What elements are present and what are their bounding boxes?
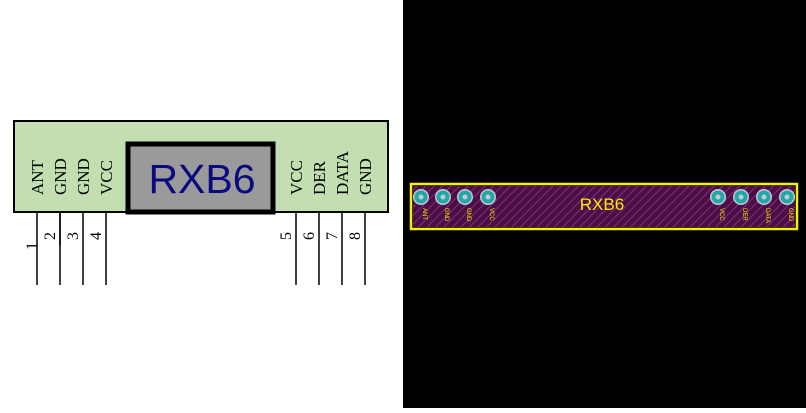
pcb-pad-4: VCC xyxy=(480,189,496,221)
pcb-title: RXB6 xyxy=(580,195,624,214)
pcb-pad-6: DER xyxy=(733,189,749,221)
pin-name: GND xyxy=(51,158,70,195)
pad-drill-hole xyxy=(761,194,767,200)
pin-number: 6 xyxy=(301,232,318,240)
pcb-pad-2: GND xyxy=(435,189,451,222)
pin-6: 6 DER xyxy=(301,160,329,285)
pad-drill-hole xyxy=(485,194,491,200)
pin-number: 1 xyxy=(24,242,41,250)
pin-name: DER xyxy=(310,160,329,195)
pcb-pad-1: ANT xyxy=(413,189,429,220)
pcb-board xyxy=(413,186,795,227)
pin-4: 4 VCC xyxy=(88,160,116,285)
pcb-pad-7: DATA xyxy=(756,189,772,223)
pin-3: 3 GND xyxy=(65,158,93,285)
pin-number: 7 xyxy=(324,232,341,240)
pad-label: VCC xyxy=(488,208,494,221)
pin-2: 2 GND xyxy=(42,158,70,285)
component-title: RXB6 xyxy=(148,156,255,202)
pad-drill-hole xyxy=(784,194,790,200)
pad-drill-hole xyxy=(738,194,744,200)
pad-label: GND xyxy=(465,208,471,222)
pin-number: 5 xyxy=(278,232,295,240)
pcb-pads: ANT GND GND VCC VCC DER DATA GND xyxy=(413,189,795,223)
pin-number: 3 xyxy=(65,232,82,240)
pcb-pad-8: GND xyxy=(779,189,795,222)
pcb-pad-3: GND xyxy=(457,189,473,222)
pad-drill-hole xyxy=(715,194,721,200)
silkscreen-outline xyxy=(409,182,799,231)
pad-label: DER xyxy=(741,208,747,221)
pin-8: 8 GND xyxy=(347,158,375,285)
pad-label: DATA xyxy=(764,208,770,223)
pad-drill-hole xyxy=(418,194,424,200)
pad-label: GND xyxy=(787,208,793,222)
pin-number: 4 xyxy=(88,232,105,240)
pin-7: 7 DATA xyxy=(324,150,352,285)
pin-number: 8 xyxy=(347,232,364,240)
pcb-pad-5: VCC xyxy=(710,189,726,221)
pin-name: ANT xyxy=(28,159,47,195)
component-label-box xyxy=(125,141,276,215)
pin-number: 2 xyxy=(42,232,59,240)
pad-drill-hole xyxy=(462,194,468,200)
pad-label: VCC xyxy=(718,208,724,221)
pin-1: 1 ANT xyxy=(24,159,47,285)
schematic-symbol: RXB6 1 ANT 2 GND 3 GND 4 VCC 5 VCC xyxy=(0,0,403,408)
pad-label: GND xyxy=(443,208,449,222)
pin-5: 5 VCC xyxy=(278,160,306,285)
pin-name: GND xyxy=(356,158,375,195)
pad-label: ANT xyxy=(421,208,427,220)
pcb-footprint: RXB6 ANT GND GND VCC VCC DER DATA GND xyxy=(403,0,806,408)
pad-drill-hole xyxy=(440,194,446,200)
pin-name: VCC xyxy=(287,160,306,195)
pin-name: GND xyxy=(74,158,93,195)
pin-name: VCC xyxy=(97,160,116,195)
pin-name: DATA xyxy=(333,150,352,195)
